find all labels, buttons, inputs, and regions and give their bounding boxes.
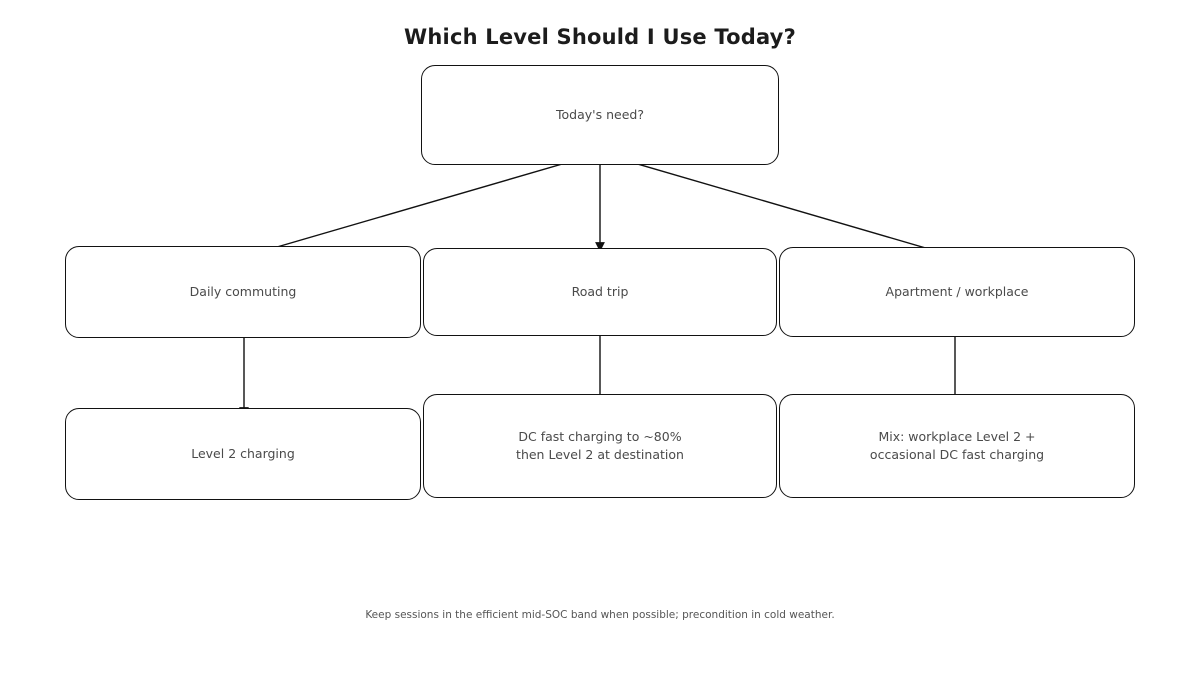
edge-root-to-commute <box>245 152 601 259</box>
node-mix-workplace-label: Mix: workplace Level 2 + occasional DC f… <box>869 428 1045 462</box>
node-root-label: Today's need? <box>556 106 644 122</box>
node-apartment-workplace-label: Apartment / workplace <box>885 283 1029 299</box>
node-level-2-charging[interactable]: Level 2 charging <box>65 408 421 500</box>
node-root[interactable]: Today's need? <box>421 65 779 165</box>
page-title: Which Level Should I Use Today? <box>404 25 796 49</box>
node-dc-fast-charging[interactable]: DC fast charging to ~80% then Level 2 at… <box>423 394 777 498</box>
node-road-trip-label: Road trip <box>571 283 629 299</box>
node-apartment-workplace[interactable]: Apartment / workplace <box>779 247 1135 337</box>
node-road-trip[interactable]: Road trip <box>423 248 777 336</box>
node-mix-workplace[interactable]: Mix: workplace Level 2 + occasional DC f… <box>779 394 1135 498</box>
node-daily-commuting-label: Daily commuting <box>189 283 297 299</box>
node-daily-commuting[interactable]: Daily commuting <box>65 246 421 338</box>
node-dc-fast-charging-label: DC fast charging to ~80% then Level 2 at… <box>516 428 684 462</box>
edge-root-to-apartment <box>599 152 954 259</box>
node-level-2-charging-label: Level 2 charging <box>191 445 295 461</box>
footnote: Keep sessions in the efficient mid-SOC b… <box>365 609 835 621</box>
